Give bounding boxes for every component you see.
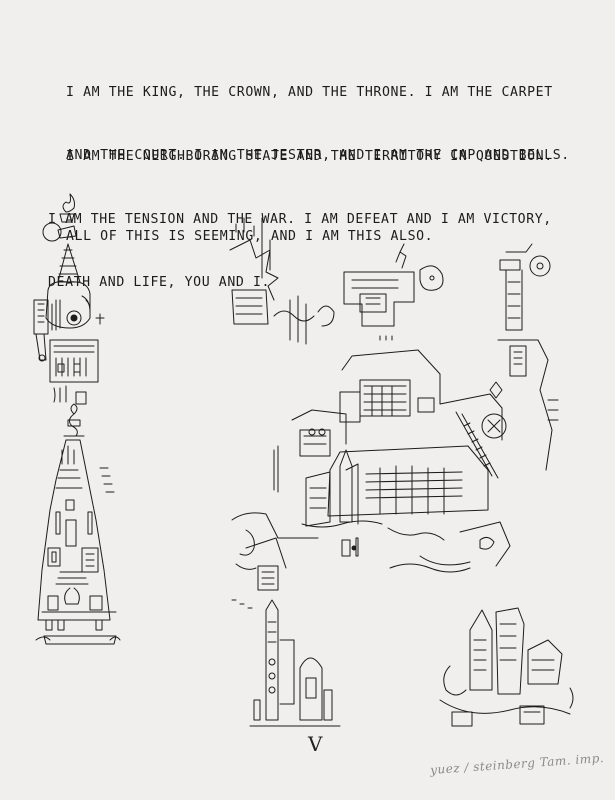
paragraph-1-line-2: AND THE COURT. I AM THE JESTER, AND I AM… — [66, 148, 570, 163]
right-cityscape — [229, 217, 574, 727]
paragraph-1-line-1: I AM THE KING, THE CROWN, AND THE THRONE… — [66, 85, 553, 100]
plate-number: V — [308, 732, 323, 756]
paragraph-2-line-1: I AM THE NEIGHBORING STATE AND THE TERRI… — [66, 149, 553, 164]
paragraph-3: ALL OF THIS IS SEEMING, AND I AM THIS AL… — [66, 184, 433, 289]
left-tower-figure — [33, 193, 121, 645]
paragraph-2-line-2: I AM THE TENSION AND THE WAR. I AM DEFEA… — [48, 212, 552, 227]
paragraph-3-line-1: ALL OF THIS IS SEEMING, AND I AM THIS AL… — [66, 229, 434, 244]
paragraph-2-line-3: DEATH AND LIFE, YOU AND I. — [48, 275, 271, 290]
paragraph-2: I AM THE NEIGHBORING STATE AND THE TERRI… — [48, 104, 593, 335]
paragraph-1: I AM THE KING, THE CROWN, AND THE THRONE… — [66, 40, 606, 208]
